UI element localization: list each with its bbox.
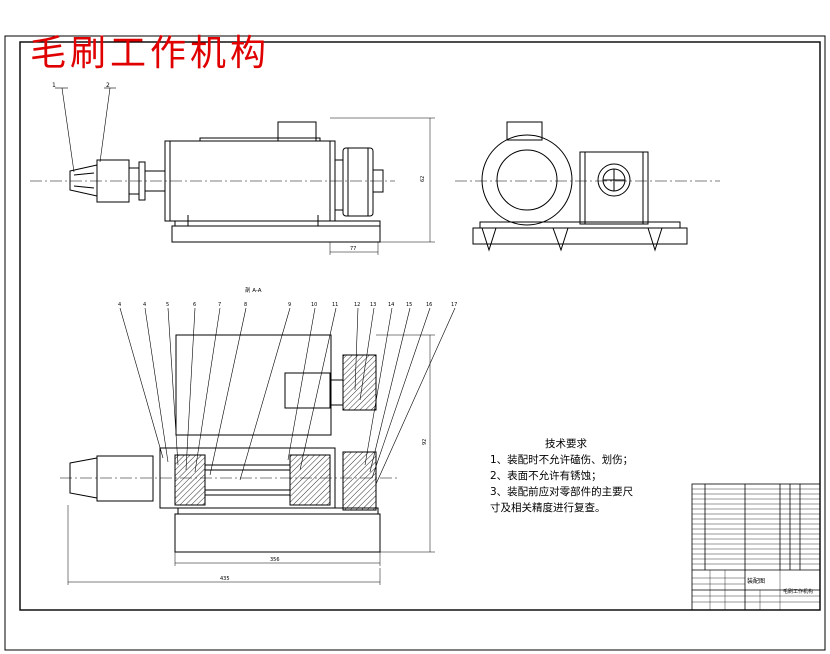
requirement-item: 寸及相关精度进行复查。 bbox=[490, 502, 606, 514]
outer-border bbox=[4, 35, 826, 651]
drawing-title: 毛刷工作机构 bbox=[30, 33, 271, 74]
dim-section-inner: 356 bbox=[270, 557, 280, 563]
callout-section-14: 14 bbox=[388, 302, 394, 308]
callout-section-4a: 4 bbox=[118, 302, 121, 308]
callout-2: 2 bbox=[106, 82, 110, 89]
section-view bbox=[60, 307, 456, 585]
callout-section-11: 11 bbox=[332, 302, 338, 308]
callout-section-13: 13 bbox=[370, 302, 376, 308]
callout-section-8: 8 bbox=[244, 302, 247, 308]
title-block-drawing-no: 毛刷工作机构 bbox=[783, 589, 814, 595]
side-view bbox=[455, 121, 720, 252]
inner-border bbox=[19, 41, 821, 611]
callout-section-12: 12 bbox=[354, 302, 360, 308]
front-view-top bbox=[30, 87, 435, 255]
callout-section-17: 17 bbox=[451, 302, 457, 308]
callout-section-10: 10 bbox=[311, 302, 317, 308]
technical-requirements-heading: 技术要求 bbox=[545, 438, 587, 450]
dim-top-offset: 77 bbox=[350, 246, 356, 252]
dim-section-overall: 435 bbox=[220, 576, 230, 582]
callout-section-6: 6 bbox=[193, 302, 196, 308]
callout-section-9: 9 bbox=[288, 302, 291, 308]
title-block bbox=[691, 483, 821, 611]
requirement-item: 3、装配前应对零部件的主要尺 bbox=[490, 486, 634, 498]
title-block-name: 装配图 bbox=[747, 578, 766, 585]
callout-section-15: 15 bbox=[406, 302, 412, 308]
requirement-item: 2、表面不允许有锈蚀； bbox=[490, 470, 602, 482]
technical-requirements: 技术要求 1、装配时不允许磕伤、划伤； 2、表面不允许有锈蚀； 3、装配前应对零… bbox=[490, 436, 633, 516]
callout-section-16: 16 bbox=[426, 302, 432, 308]
callout-section-7: 7 bbox=[218, 302, 221, 308]
callout-section-4b: 4 bbox=[143, 302, 146, 308]
dim-top-height: 62 bbox=[420, 176, 426, 182]
section-label: 剖 A-A bbox=[245, 286, 262, 294]
requirement-item: 1、装配时不允许磕伤、划伤； bbox=[490, 454, 634, 466]
callout-section-5: 5 bbox=[166, 302, 169, 308]
dim-section-height: 92 bbox=[422, 439, 428, 445]
callout-1: 1 bbox=[52, 82, 56, 89]
